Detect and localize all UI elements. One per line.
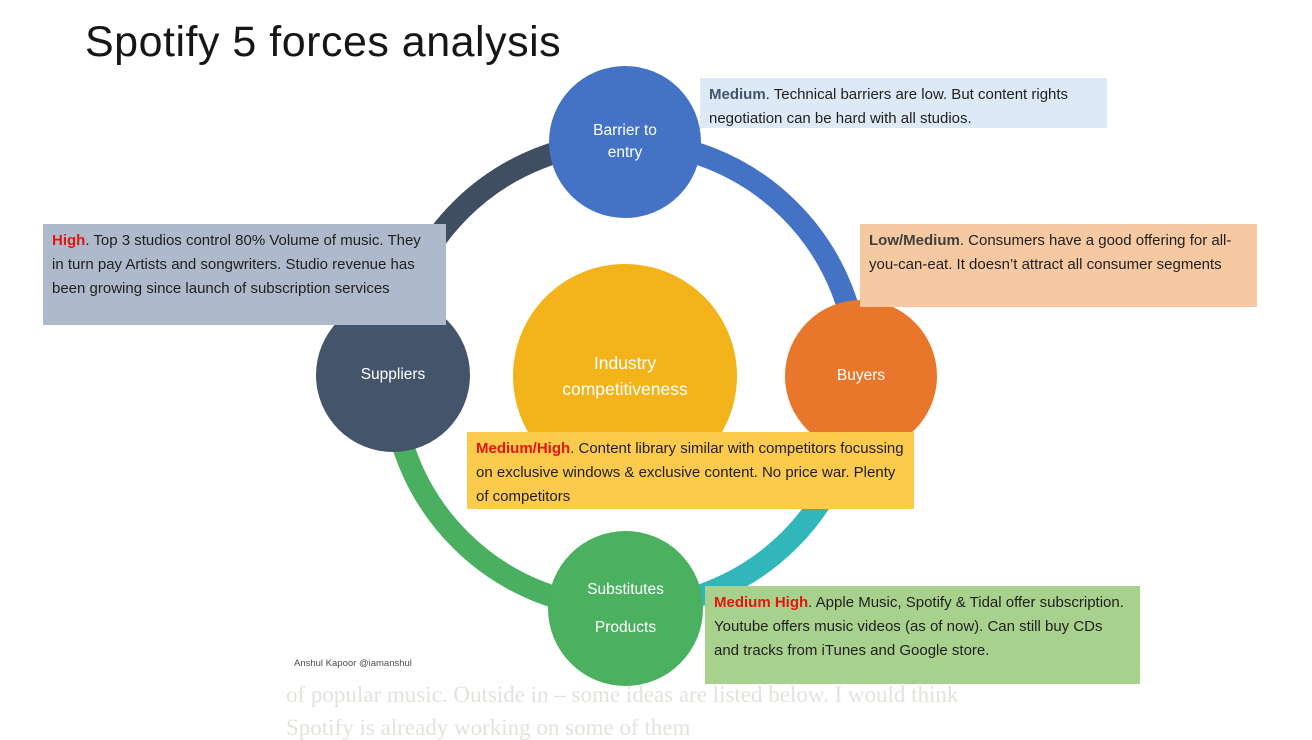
note-industry-competitiveness: Medium/High. Content library similar wit… xyxy=(467,432,914,509)
note-text: . Content library similar with competito… xyxy=(476,440,904,505)
note-suppliers: High. Top 3 studios control 80% Volume o… xyxy=(43,224,446,325)
note-substitutes-products: Medium High. Apple Music, Spotify & Tida… xyxy=(705,586,1140,684)
force-label: Buyers xyxy=(836,367,886,384)
attribution-text: Anshul Kapoor @iamanshul xyxy=(294,658,412,669)
force-circle-substitutes-products: Substitutes Products xyxy=(548,531,703,686)
background-article-text: of popular music. Outside in – some idea… xyxy=(286,678,958,740)
rating-badge: Medium High xyxy=(714,594,809,611)
page-title: Spotify 5 forces analysis xyxy=(85,18,562,66)
background-article-line: of popular music. Outside in – some idea… xyxy=(286,682,959,707)
force-label: Substitutes xyxy=(587,580,664,598)
force-label: entry xyxy=(607,144,643,161)
force-label: Barrier to xyxy=(593,122,657,139)
force-circle-barrier-to-entry: Barrier to entry xyxy=(549,66,701,218)
force-label: Products xyxy=(594,618,657,636)
rating-badge: Medium xyxy=(709,86,766,103)
force-label: competitiveness xyxy=(562,379,688,399)
rating-badge: Medium/High xyxy=(476,440,571,457)
force-label: Suppliers xyxy=(360,366,426,383)
note-barrier-to-entry: Medium. Technical barriers are low. But … xyxy=(700,78,1107,128)
note-buyers: Low/Medium. Consumers have a good offeri… xyxy=(860,224,1257,307)
note-text: . Technical barriers are low. But conten… xyxy=(709,86,1069,127)
rating-badge: High xyxy=(52,232,86,249)
force-circle-buyers: Buyers xyxy=(785,300,937,452)
background-article-line: Spotify is already working on some of th… xyxy=(286,715,691,740)
note-text: . Apple Music, Spotify & Tidal offer sub… xyxy=(714,594,1124,659)
rating-badge: Low/Medium xyxy=(869,232,960,249)
note-text: . Top 3 studios control 80% Volume of mu… xyxy=(52,232,421,297)
force-label: Industry xyxy=(593,353,657,373)
note-text: . Consumers have a good offering for all… xyxy=(869,232,1232,273)
